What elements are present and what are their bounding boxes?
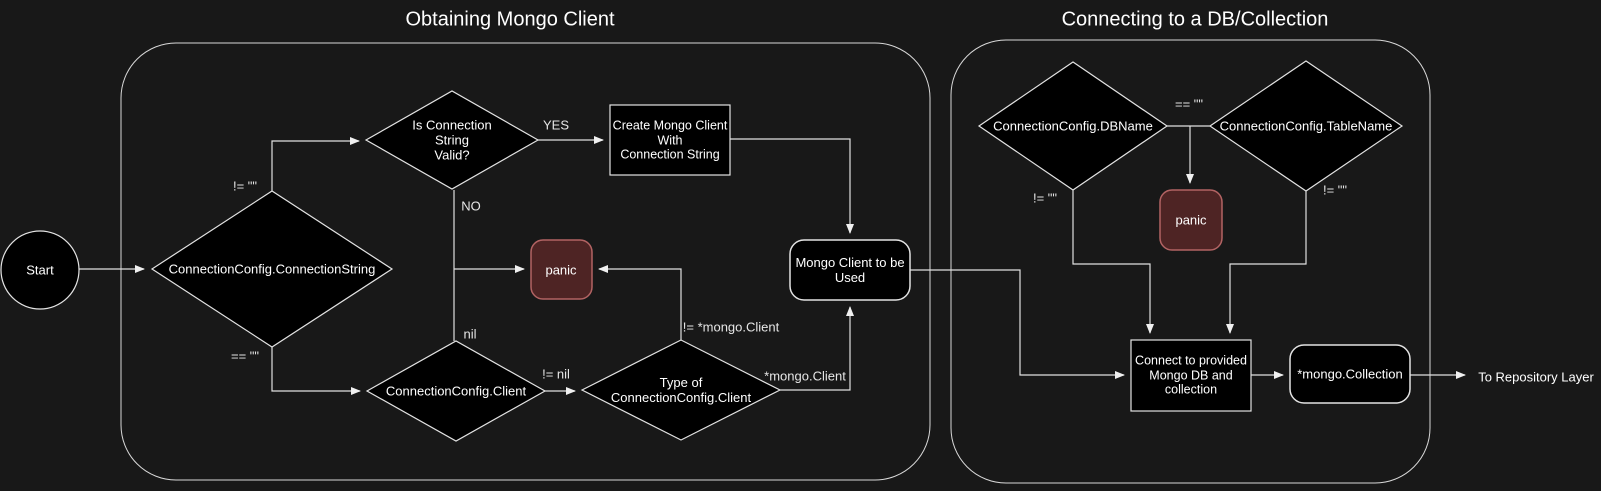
edge-label-nil: nil [463,326,477,342]
edge-clienttouse-to-connectdb [910,269,1125,379]
dbname-diamond [977,61,1169,191]
connectionstring-label: ConnectionConfig.ConnectionString [168,261,376,277]
section-obtaining-mongo-client [120,42,931,481]
connectionstring-diamond [150,190,394,348]
create-client-rect [609,104,731,176]
edge-label-no: NO [461,198,481,214]
edge-create-to-clienttouse [730,138,854,234]
to-repository-label: To Repository Layer [1478,369,1594,385]
edge-tablename-notempty-to-connectdb [1226,191,1307,334]
panic-left-rect [530,239,593,300]
edge-label-not-mongo-client: != *mongo.Client [682,319,780,335]
client-to-use-rect [789,239,911,301]
type-of-client-label: Type of ConnectionConfig.Client [610,374,752,405]
config-client-label: ConnectionConfig.Client [385,383,527,399]
edge-label-mongo-client: *mongo.Client [764,368,846,384]
section-title-obtaining: Obtaining Mongo Client [405,8,615,31]
collection-rect [1289,344,1411,404]
edge-label-table-not-empty: != "" [1322,182,1348,198]
dbname-label: ConnectionConfig.DBName [993,118,1153,134]
type-of-client-diamond [580,339,782,441]
connect-db-label: Connect to provided Mongo DB and collect… [1135,353,1247,397]
tablename-label: ConnectionConfig.TableName [1219,118,1393,134]
tablename-diamond [1208,60,1404,192]
section-connecting-db-collection [950,39,1431,484]
edges [79,125,1466,395]
is-valid-diamond [364,90,540,190]
edge-type-notmongo-to-panic-left [598,265,682,340]
edge-label-not-nil: != nil [542,366,570,382]
panic-right-rect [1159,189,1223,251]
edge-connectionstring-notempty-to-valid [271,137,360,191]
edge-connectionstring-empty-to-client [271,347,361,395]
collection-label: *mongo.Collection [1297,366,1403,382]
is-valid-label: Is Connection String Valid? [412,117,492,163]
panic-left-label: panic [545,262,577,278]
edge-type-mongo-to-clienttouse [780,306,854,391]
client-to-use-label: Mongo Client to be Used [795,254,905,285]
create-client-label: Create Mongo Client With Connection Stri… [612,118,728,162]
edge-dbname-notempty-to-connectdb [1072,190,1154,334]
start-node-shape [0,230,80,310]
edge-label-cs-empty: == "" [230,348,260,364]
panic-right-label: panic [1175,212,1207,228]
edge-label-cs-not-empty: != "" [232,178,258,194]
section-title-connecting: Connecting to a DB/Collection [1061,8,1329,31]
start-node-label: Start [26,262,54,278]
edge-label-db-empty: == "" [1174,96,1204,112]
edge-label-db-not-empty: != "" [1032,190,1058,206]
connect-db-rect [1130,339,1252,412]
config-client-diamond [365,340,547,442]
edge-label-yes: YES [542,117,570,133]
